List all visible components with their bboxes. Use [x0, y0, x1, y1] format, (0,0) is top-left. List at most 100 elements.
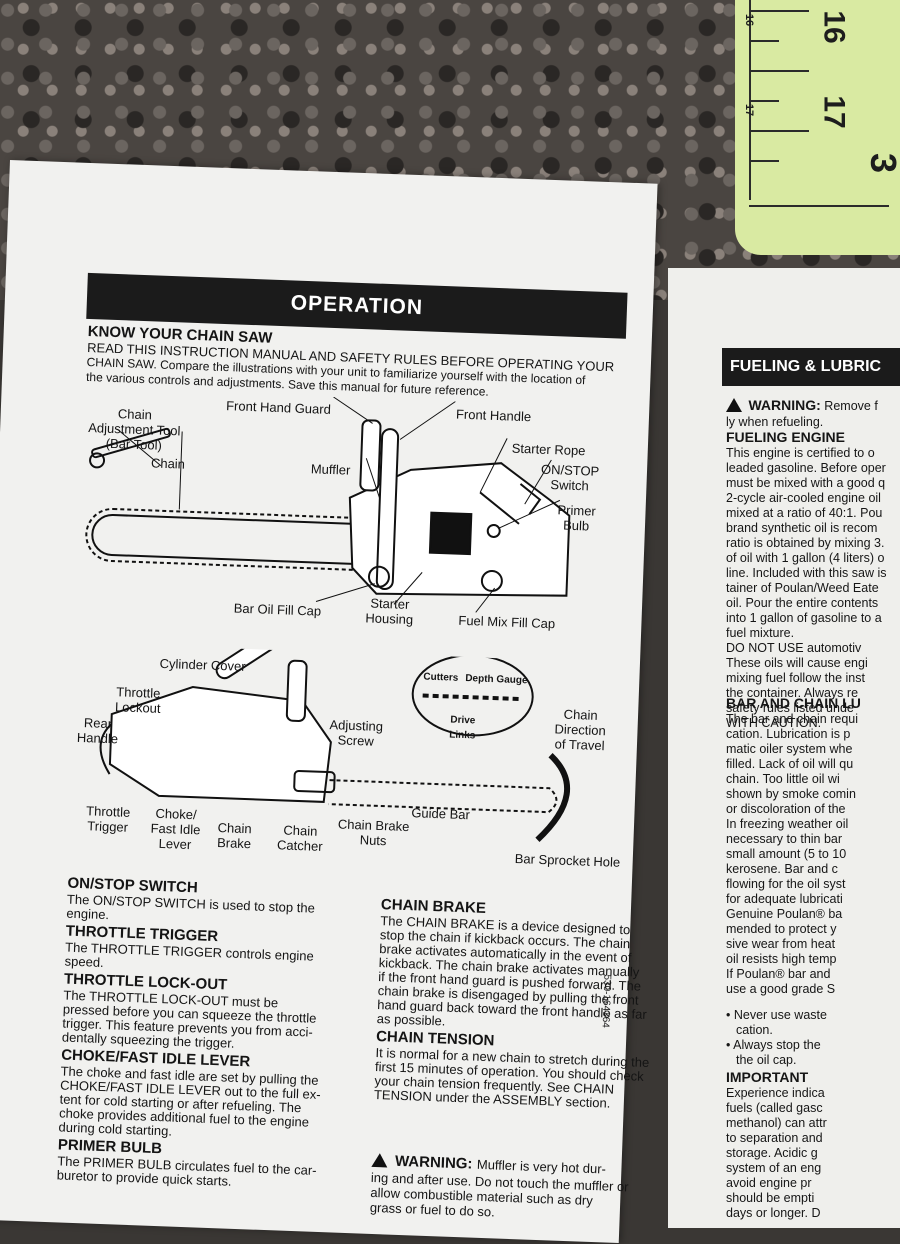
text-line: mixing fuel follow the inst	[726, 671, 865, 685]
ruler-tick	[749, 10, 809, 12]
warning-icon	[371, 1152, 388, 1168]
text-line: oil resists high temp	[726, 952, 837, 966]
text-line: or discoloration of the	[726, 802, 846, 816]
important-heading: IMPORTANT	[726, 1069, 809, 1085]
ruler-tick	[749, 40, 779, 42]
text-line: sive wear from heat	[726, 937, 836, 951]
text-line: of oil with 1 gallon (4 liters) o	[726, 551, 885, 565]
text-line: flowing for the oil syst	[726, 877, 846, 891]
text-line: for adequate lubricati	[726, 892, 843, 906]
label-guide-bar: Guide Bar	[411, 805, 471, 823]
guide-bar-shape	[85, 508, 388, 572]
label-chain-direction: Chain Direction of Travel	[554, 706, 607, 754]
label-depth-gauge: Depth Gauge	[465, 673, 528, 687]
label-throttle-lockout: Throttle Lockout	[114, 684, 161, 716]
ruler-tick	[749, 100, 779, 102]
text-line: Experience indica	[726, 1086, 825, 1100]
ruler-tick	[749, 130, 809, 132]
label-front-handle: Front Handle	[455, 406, 532, 425]
label-adjusting-screw: Adjusting Screw	[329, 717, 384, 749]
ruler-tick	[749, 205, 889, 207]
text-line: must be mixed with a good q	[726, 476, 886, 490]
text-line: These oils will cause engi	[726, 656, 868, 670]
text-line: ratio is obtained by mixing 3.	[726, 536, 885, 550]
text-line: necessary to thin bar	[726, 832, 843, 846]
label-chain-brake-nuts: Chain Brake Nuts	[337, 816, 410, 849]
text-line: fuel mixture.	[726, 626, 795, 640]
oil-cap-shape	[367, 565, 390, 588]
warning-icon	[726, 398, 742, 412]
bullet-item-cont: cation.	[736, 1023, 773, 1037]
text-line: chain. Too little oil wi	[726, 772, 840, 786]
text-line: the container. Always re	[726, 686, 859, 700]
label-chain: Chain	[150, 455, 186, 472]
text-line: shown by smoke comin	[726, 787, 856, 801]
text-line: fuels (called gasc	[726, 1101, 823, 1115]
text-line: avoid engine pr	[726, 1176, 812, 1190]
ruler-tick	[749, 70, 809, 72]
muffler-grille	[428, 511, 473, 556]
text-line: In freezing weather oil	[726, 817, 849, 831]
text-line: methanol) can attr	[726, 1116, 827, 1130]
text-line: Genuine Poulan® ba	[726, 907, 843, 921]
label-muffler: Muffler	[310, 461, 351, 478]
text-line: system of an eng	[726, 1161, 822, 1175]
text-line: mixed at a ratio of 40:1. Pou	[726, 506, 883, 520]
text-line: WITH CAUTION.	[726, 716, 822, 730]
front-hand-guard-shape	[359, 419, 382, 492]
bar-chain-heading: BAR AND CHAIN LU	[726, 695, 861, 711]
text-line: use a good grade S	[726, 982, 836, 996]
label-on-stop-switch: ON/STOP Switch	[540, 461, 600, 494]
text-line: kerosene. Bar and c	[726, 862, 838, 876]
chainsaw-rear-view-diagram	[99, 642, 571, 842]
label-drive-links: Drive Links	[449, 714, 476, 742]
text-line: brand synthetic oil is recom	[726, 521, 878, 535]
ruler-number: 3	[863, 152, 900, 174]
text-line: into 1 gallon of gasoline to a	[726, 611, 882, 625]
text-line: line. Included with this saw is	[726, 566, 887, 580]
text-line: DO NOT USE automotiv	[726, 641, 862, 655]
label-throttle-trigger: Throttle Trigger	[85, 803, 131, 835]
ruler-number: 16	[817, 10, 851, 44]
chain-direction-arrow-icon	[535, 753, 571, 842]
section-text-line: as possible.	[376, 1011, 446, 1029]
text-line: safety rules listed unde	[726, 701, 854, 715]
label-starter-rope: Starter Rope	[511, 440, 586, 459]
front-handle-shape	[375, 428, 400, 591]
document-number: 530-164364	[599, 974, 613, 1028]
label-chain-brake: Chain Brake	[216, 820, 252, 852]
bullet-item-cont: the oil cap.	[736, 1053, 797, 1067]
text-line: If Poulan® bar and	[726, 967, 831, 981]
right-page: FUELING & LUBRIC WARNING: Remove f ly wh…	[668, 268, 900, 1228]
right-warning-line: ly when refueling.	[726, 415, 824, 429]
ruler-number-small: 16	[743, 13, 756, 27]
right-warning: WARNING: Remove f	[726, 398, 878, 414]
section-text-line: engine.	[66, 905, 110, 923]
ruler-number: 17	[817, 95, 851, 129]
bullet-item: • Never use waste	[726, 1008, 827, 1022]
label-bar-tool: Chain Adjustment Tool (Bar Tool)	[87, 406, 181, 453]
text-line: mended to protect y	[726, 922, 837, 936]
text-line: matic oiler system whe	[726, 742, 853, 756]
label-cylinder-cover: Cylinder Cover	[159, 655, 246, 674]
text-line: oil. Pour the entire contents	[726, 596, 879, 610]
text-line: small amount (5 to 10	[726, 847, 847, 861]
text-line: to separation and	[726, 1131, 823, 1145]
primer-bulb-shape	[486, 523, 501, 538]
warning-line: grass or fuel to do so.	[369, 1199, 496, 1220]
label-chain-catcher: Chain Catcher	[276, 822, 323, 854]
ruler-number-small: 17	[743, 103, 756, 117]
text-line: leaded gasoline. Before oper	[726, 461, 886, 475]
text-line: days or longer. D	[726, 1206, 821, 1220]
ruler-tick	[749, 160, 779, 162]
label-choke-lever: Choke/ Fast Idle Lever	[150, 805, 201, 853]
text-line: should be empti	[726, 1191, 815, 1205]
label-primer-bulb: Primer Bulb	[557, 502, 597, 534]
text-line: The bar and chain requi	[726, 712, 859, 726]
label-rear-handle: Rear Handle	[76, 715, 119, 747]
section-text-line: speed.	[64, 953, 104, 970]
text-line: storage. Acidic g	[726, 1146, 818, 1160]
text-line: tainer of Poulan/Weed Eate	[726, 581, 879, 595]
section-text-line: during cold starting.	[58, 1119, 173, 1139]
fueling-heading: FUELING ENGINE	[726, 429, 846, 445]
